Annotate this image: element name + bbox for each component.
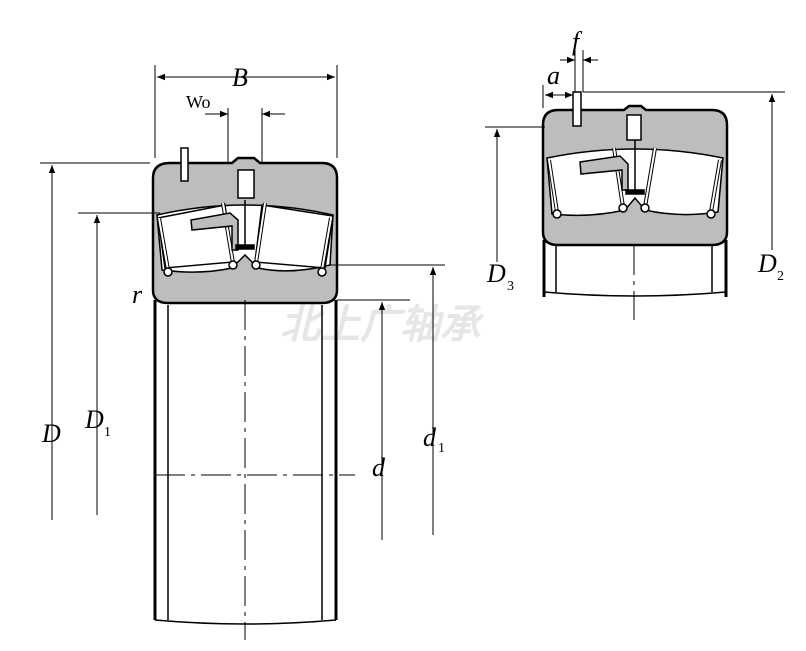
pin-diameter-sub: 2	[777, 269, 784, 284]
inner-shoulder-sub: 1	[438, 441, 445, 456]
outer-shoulder-label-d1: D	[84, 405, 104, 434]
width-label-b: B	[232, 63, 248, 92]
pin-width-label-f: f	[572, 27, 583, 56]
main-dimensions	[40, 65, 445, 540]
main-bearing	[151, 147, 355, 640]
outer-diameter-label-d: D	[41, 419, 61, 448]
inner-shoulder-label-d1: d	[423, 423, 437, 452]
chamfer-label-r: r	[132, 280, 143, 309]
bore-label-d: d	[372, 453, 386, 482]
shoulder-label-d3: D	[486, 259, 506, 288]
detail-dimensions	[485, 50, 785, 262]
detail-bearing	[541, 91, 729, 320]
shoulder-sub: 3	[507, 279, 514, 294]
pin-offset-label-a: a	[547, 61, 560, 90]
groove-label-wo: Wo	[186, 92, 211, 112]
outer-shoulder-sub: 1	[104, 425, 111, 440]
pin-diameter-label-d2: D	[757, 249, 777, 278]
